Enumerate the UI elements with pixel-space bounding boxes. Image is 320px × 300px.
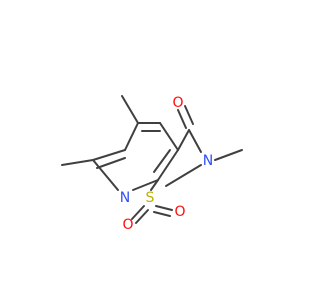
bond-line [150,179,159,191]
bond-line [188,129,202,153]
sulfonyl-oxygen-right-label: O [174,204,185,220]
bond-line [184,105,194,125]
bond-line [124,122,139,151]
bond-line [177,129,190,151]
bond-line [131,205,145,220]
bond-line [153,211,171,217]
bond-line [153,149,171,173]
bond-line [159,122,179,151]
bond-line [96,157,126,169]
bond-line [92,159,119,191]
bond-line [121,95,139,124]
bond-line [92,149,126,161]
pyridine-nitrogen-label: N [120,190,130,206]
molecule-diagram: O N S N O O [61,95,243,233]
carbonyl-oxygen-label: O [172,95,183,111]
bond-line [135,209,149,224]
bond-line [214,149,243,161]
bond-line [61,159,94,166]
bond-line [155,205,173,211]
bond-lines [61,95,243,224]
bond-line [157,149,179,181]
bond-line [132,179,159,191]
sulfur-label: S [146,190,155,206]
bond-line [177,109,187,129]
sulfonyl-oxygen-left-label: O [122,217,133,233]
isothiazole-nitrogen-label: N [203,153,213,169]
bond-line [165,164,202,187]
